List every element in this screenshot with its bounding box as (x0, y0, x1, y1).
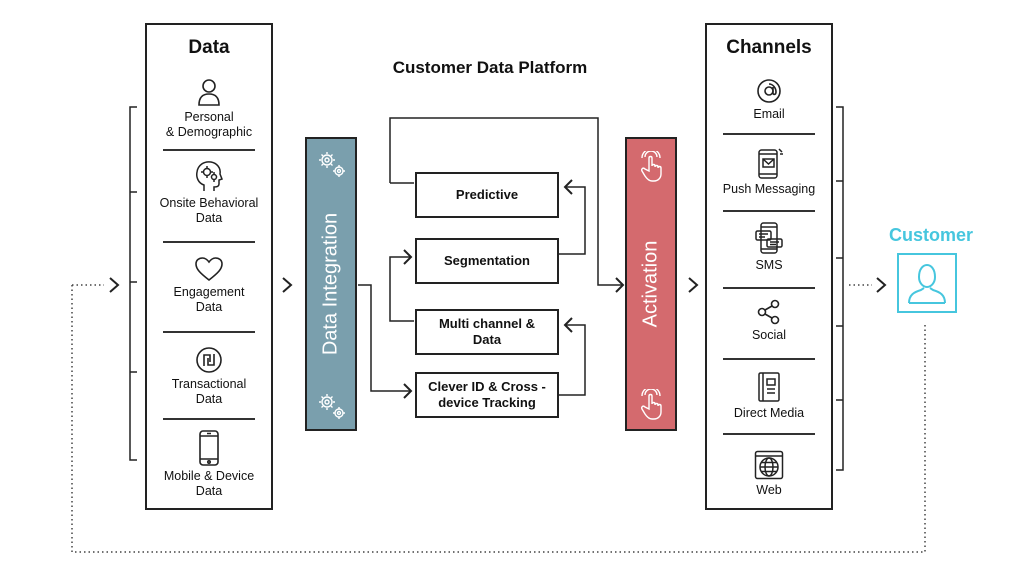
data-item-mobile: Mobile & Device Data (147, 430, 271, 499)
channels-panel-title: Channels (726, 37, 812, 58)
page-title: Customer Data Platform (392, 58, 588, 77)
divider (723, 210, 815, 212)
channel-label: SMS (755, 258, 783, 272)
activation-label: Activation (639, 240, 662, 328)
data-item-behavioral: Onsite Behavioral Data (147, 159, 271, 226)
channel-direct-media: Direct Media (707, 371, 831, 421)
divider (723, 287, 815, 289)
tap-hand-icon (641, 151, 662, 182)
gears-icon (319, 152, 345, 177)
customer-box (897, 253, 957, 313)
activation-bar: Activation (625, 137, 677, 431)
clever-id-label: Clever ID & Cross - device Tracking (428, 379, 546, 410)
data-item-label: Onsite Behavioral Data (159, 196, 259, 225)
predictive-box: Predictive (415, 172, 559, 218)
data-item-label: Transactional Data (171, 377, 247, 406)
channel-label: Web (756, 483, 782, 497)
globe-icon (754, 450, 784, 480)
divider (163, 418, 255, 420)
share-icon (757, 299, 780, 325)
channel-sms: SMS (707, 221, 831, 273)
clever-id-box: Clever ID & Cross - device Tracking (415, 372, 559, 418)
data-item-personal: Personal & Demographic (147, 77, 271, 140)
data-integration-bar: Data Integration (305, 137, 357, 431)
mobile-phone-icon (199, 430, 219, 466)
push-phone-icon (758, 148, 783, 179)
data-item-label: Mobile & Device Data (163, 469, 255, 498)
multi-channel-box: Multi channel & Data (415, 309, 559, 355)
channels-panel: Channels Email (705, 23, 833, 510)
divider (723, 133, 815, 135)
segmentation-label: Segmentation (444, 253, 530, 268)
channel-social: Social (707, 299, 831, 343)
data-integration-label: Data Integration (319, 212, 342, 356)
shekel-coin-icon (196, 347, 222, 373)
booklet-icon (758, 372, 780, 402)
multi-channel-label: Multi channel & Data (438, 316, 536, 347)
head-gears-icon (196, 161, 223, 191)
channel-label: Direct Media (733, 406, 805, 420)
channel-push: Push Messaging (707, 147, 831, 197)
divider (723, 358, 815, 360)
data-item-transactional: Transactional Data (147, 346, 271, 407)
channel-label: Push Messaging (722, 182, 816, 196)
channel-label: Social (751, 328, 787, 342)
channel-label: Email (753, 107, 785, 121)
predictive-label: Predictive (455, 187, 519, 202)
data-panel: Data Personal & Demographic Onsite B (145, 23, 273, 510)
gears-icon (319, 394, 345, 419)
at-icon (757, 79, 781, 103)
customer-title: Customer (888, 225, 973, 245)
data-item-label: Personal & Demographic (165, 110, 253, 139)
segmentation-box: Segmentation (415, 238, 559, 284)
heart-icon (195, 257, 223, 282)
data-panel-title: Data (188, 37, 230, 58)
data-item-engagement: Engagement Data (147, 256, 271, 315)
divider (163, 149, 255, 151)
divider (723, 433, 815, 435)
data-item-label: Engagement Data (173, 285, 245, 314)
sms-phone-icon (755, 222, 783, 254)
channel-web: Web (707, 450, 831, 498)
person-icon (198, 79, 220, 106)
tap-hand-icon (641, 389, 662, 420)
channel-email: Email (707, 78, 831, 122)
divider (163, 331, 255, 333)
user-icon (908, 263, 946, 304)
divider (163, 241, 255, 243)
